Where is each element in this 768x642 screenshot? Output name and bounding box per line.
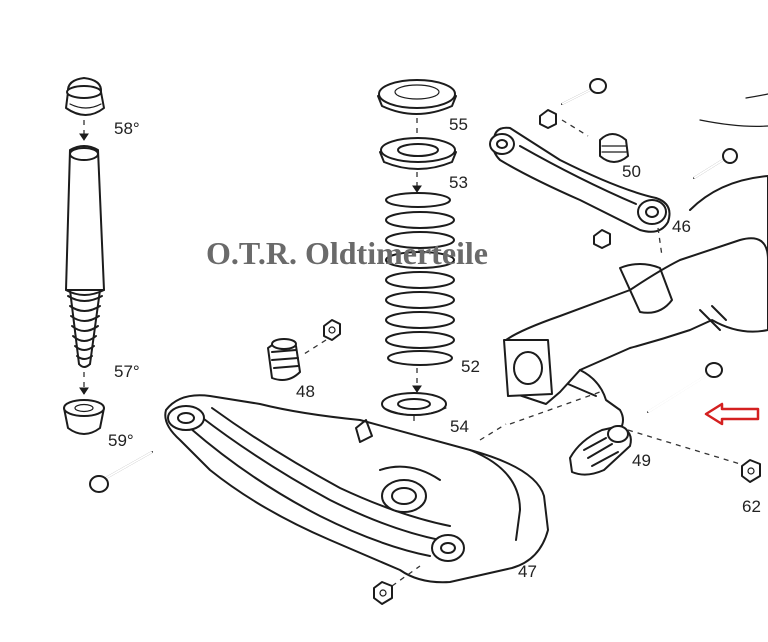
rear-axle-housing <box>503 93 768 431</box>
part-52-coil-spring <box>385 192 455 366</box>
part-57-shock-absorber-boot <box>65 145 105 368</box>
label-48: 48 <box>296 382 315 401</box>
bolt-right-upper <box>693 148 738 179</box>
label-59: 59° <box>108 431 134 450</box>
label-49: 49 <box>632 451 651 470</box>
watermark-text: O.T.R. Oldtimerteile <box>206 235 488 271</box>
label-58: 58° <box>114 119 140 138</box>
label-47: 47 <box>518 562 537 581</box>
label-54: 54 <box>450 417 469 436</box>
part-47-trailing-arm <box>164 394 549 584</box>
nut-upper-small <box>539 109 557 129</box>
part-55-spring-cap <box>377 79 457 115</box>
label-53: 53 <box>449 173 468 192</box>
part-50-bushing <box>599 133 629 163</box>
highlight-arrow <box>704 402 760 426</box>
part-59-lower-seat <box>63 399 105 435</box>
guide-line <box>479 423 507 441</box>
part-48-bump-stop <box>267 338 301 381</box>
label-52: 52 <box>461 357 480 376</box>
part-46-upper-link <box>489 126 671 233</box>
part-62-nut <box>741 459 761 483</box>
label-50: 50 <box>622 162 641 181</box>
nut-46 <box>593 229 611 249</box>
bolt-upper-46 <box>561 78 607 105</box>
guide-line <box>627 429 761 471</box>
label-46: 46 <box>672 217 691 236</box>
label-62: 62 <box>742 497 761 516</box>
guide-line <box>561 119 589 137</box>
guide-line <box>657 227 663 257</box>
guide-arrow <box>412 185 422 193</box>
guide-arrow <box>79 133 89 141</box>
guide-line <box>303 339 327 355</box>
part-53-spring-seat <box>379 137 457 170</box>
nut-lower <box>373 581 393 605</box>
guide-arrow <box>79 387 89 395</box>
guide-arrow <box>412 385 422 393</box>
bolt-lower-left <box>89 451 153 493</box>
nut-48 <box>323 319 341 341</box>
part-49-bushing <box>569 425 632 476</box>
label-55: 55 <box>449 115 468 134</box>
long-bolt <box>647 362 723 414</box>
label-57: 57° <box>114 362 140 381</box>
part-58-rubber-buffer <box>65 77 105 116</box>
part-54-lower-spring-pad <box>381 392 447 416</box>
